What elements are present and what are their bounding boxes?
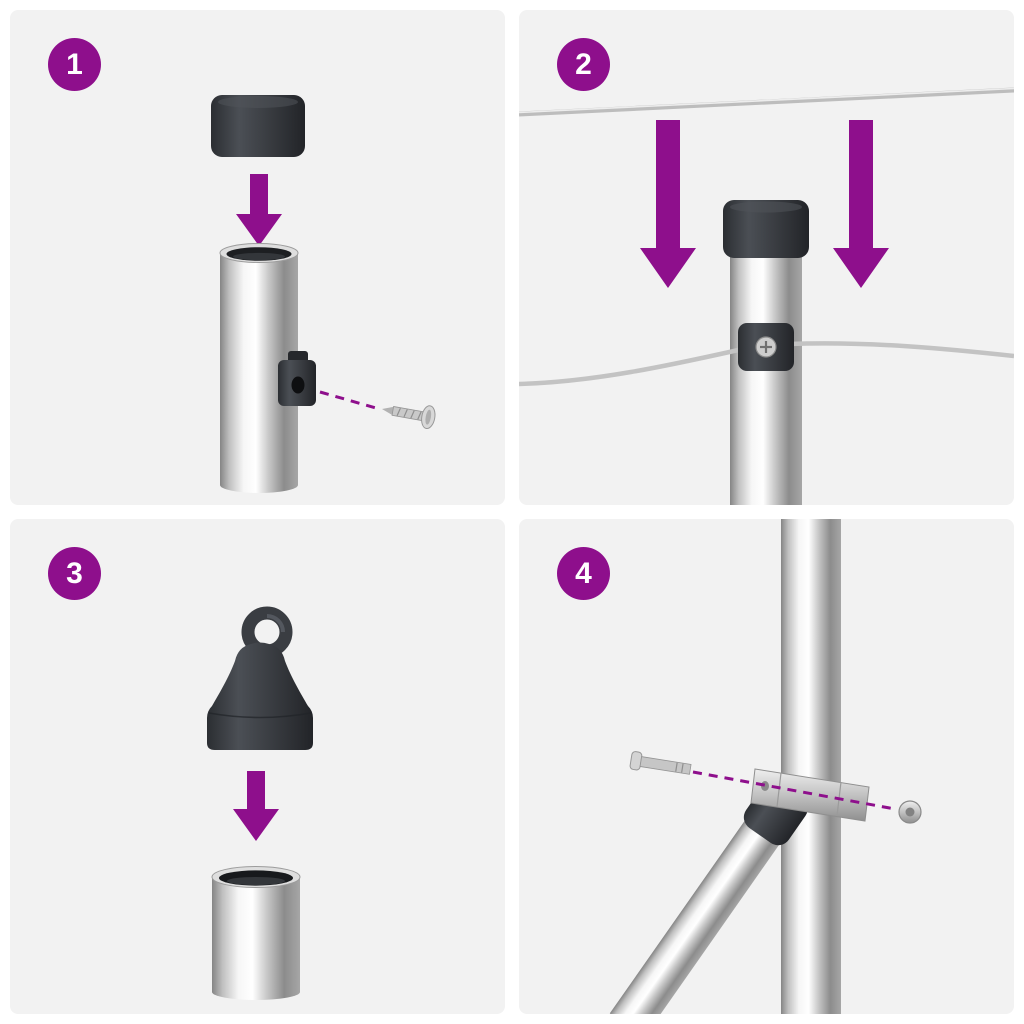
- wire-left-segment: [519, 346, 744, 387]
- down-arrow-icon: [236, 174, 282, 246]
- post-opening-shine: [227, 877, 285, 885]
- step-3-panel: 3: [10, 519, 505, 1014]
- down-arrow-left-icon: [640, 120, 696, 288]
- step-4-panel: 4: [519, 519, 1014, 1014]
- screw-thread: [417, 411, 422, 420]
- bolt-thread: [681, 763, 684, 773]
- step-2-panel: 2: [519, 10, 1014, 505]
- step-4-badge: 4: [557, 547, 610, 600]
- wire-clip-bracket: [278, 351, 316, 406]
- post-bottom: [212, 984, 300, 1000]
- bolt-thread: [675, 762, 678, 772]
- down-arrow-icon: [233, 771, 279, 841]
- eyelet-cap: [207, 606, 313, 750]
- step-3-badge: 3: [48, 547, 101, 600]
- post-cap: [211, 95, 305, 157]
- eyelet-ring-shine: [266, 614, 285, 633]
- bracket-hole: [291, 376, 305, 394]
- step-1-number: 1: [66, 47, 83, 81]
- nut-hole: [905, 807, 915, 817]
- top-wire-shine: [519, 87, 1014, 114]
- step-2-illustration: [519, 87, 1014, 505]
- post-cap-body: [211, 95, 305, 157]
- post-bottom: [220, 477, 298, 493]
- eyelet-cap-skirt-line: [208, 712, 312, 719]
- screw-thread: [410, 410, 415, 419]
- screw-thread: [403, 409, 408, 418]
- post-cap-highlight: [730, 201, 802, 213]
- post-cap-highlight: [218, 96, 298, 108]
- screw-head-recess: [425, 409, 432, 425]
- screw-guide-dashed-line: [319, 390, 377, 410]
- wire-clip: [738, 323, 794, 371]
- bolt-guide-dashed-line: [692, 770, 896, 811]
- screw-tip: [382, 406, 395, 416]
- nut: [898, 800, 922, 824]
- post-opening-shine: [233, 252, 285, 261]
- bolt: [629, 751, 692, 775]
- capped-post: [723, 200, 809, 505]
- bolt-shaft: [639, 756, 692, 775]
- step-4-number: 4: [575, 556, 592, 590]
- step-3-illustration: [207, 606, 313, 1000]
- down-arrow-right-icon: [833, 120, 889, 288]
- clamp-bend-line: [776, 772, 782, 808]
- screw: [382, 405, 436, 430]
- post-body: [212, 877, 300, 992]
- step-3-number: 3: [66, 556, 83, 590]
- steel-post: [219, 243, 299, 493]
- post-cap-body: [723, 200, 809, 258]
- steel-post: [211, 866, 301, 1000]
- step-1-illustration: [211, 95, 436, 493]
- bolt-head: [629, 751, 643, 771]
- screw-thread: [396, 407, 401, 416]
- post-body: [730, 256, 802, 505]
- top-wire-line: [519, 87, 1014, 117]
- vertical-post: [781, 519, 841, 1014]
- wire-right-segment: [788, 341, 1014, 359]
- eyelet-cap-body: [207, 642, 313, 750]
- step-2-number: 2: [575, 47, 592, 81]
- top-wire: [519, 87, 1014, 117]
- step-1-panel: 1: [10, 10, 505, 505]
- tension-wire: [519, 341, 1014, 387]
- step-1-badge: 1: [48, 38, 101, 91]
- step-4-illustration: [609, 519, 922, 1014]
- brace-body: [609, 779, 808, 1014]
- step-2-badge: 2: [557, 38, 610, 91]
